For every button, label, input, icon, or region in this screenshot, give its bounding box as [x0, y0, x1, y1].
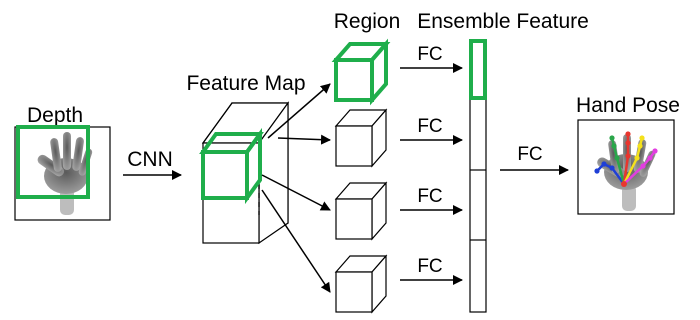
fc-label-final: FC — [517, 144, 542, 165]
hand-joints — [594, 131, 658, 187]
fc-label-1: FC — [417, 44, 442, 65]
hand-pose-image — [577, 119, 675, 215]
ensemble-feature-label: Ensemble Feature — [417, 10, 589, 33]
depth-highlight-box — [16, 125, 90, 199]
fc-arrows — [400, 63, 463, 285]
hand-pose-label: Hand Pose — [576, 94, 680, 117]
hand-skeleton — [595, 132, 657, 186]
ensemble-segment-highlight — [469, 39, 487, 100]
region-cube-1 — [331, 38, 391, 106]
region-cube-4 — [334, 254, 388, 314]
depth-label: Depth — [27, 104, 83, 127]
region-label: Region — [334, 10, 401, 33]
region-cube-3 — [334, 181, 388, 241]
cnn-label: CNN — [127, 148, 173, 171]
fc-label-4: FC — [417, 256, 442, 277]
depth-image — [14, 125, 111, 221]
ensemble-feature-vector — [469, 39, 487, 313]
fc-label-3: FC — [417, 186, 442, 207]
region-arrows — [261, 83, 331, 293]
region-cube-2 — [334, 108, 388, 168]
fc-label-2: FC — [417, 116, 442, 137]
feature-map-region-highlight — [199, 127, 264, 205]
feature-map-label: Feature Map — [186, 72, 305, 95]
